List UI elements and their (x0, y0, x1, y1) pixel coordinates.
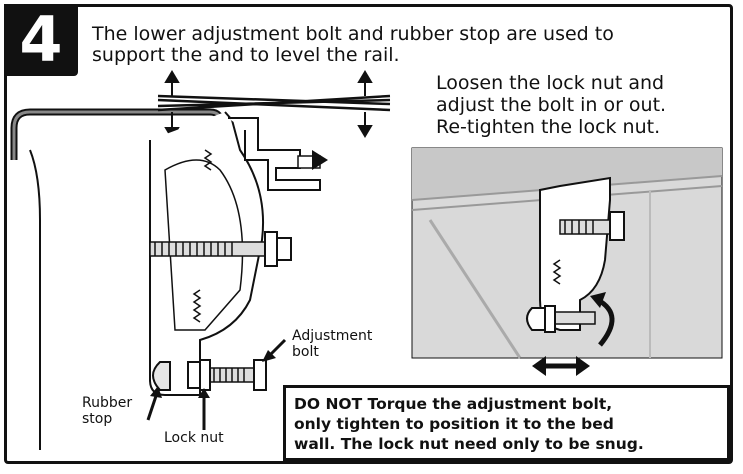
warning-line-3: wall. The lock nut need only to be snug. (294, 435, 644, 453)
in-out-double-arrow-icon (532, 356, 590, 376)
intro-line-1: The lower adjustment bolt and rubber sto… (92, 23, 614, 45)
intro-line-2: support the and to level the rail. (92, 44, 400, 66)
adjustment-bolt-label: Adjustment bolt (292, 328, 373, 360)
loosen-line-3: Re-tighten the lock nut. (436, 116, 661, 138)
up-down-arrow-right (357, 70, 373, 138)
loosen-line-1: Loosen the lock nut and (436, 72, 665, 94)
rubber-stop-label: Rubber stop (82, 395, 133, 427)
slide-arrow-icon (297, 150, 328, 170)
warning-line-2: only tighten to position it to the bed (294, 415, 614, 433)
loosen-line-2: adjust the bolt in or out. (436, 94, 667, 116)
intro-instruction: The lower adjustment bolt and rubber sto… (92, 24, 692, 66)
lock-nut-label: Lock nut (164, 430, 224, 446)
step-number-badge: 4 (4, 4, 78, 76)
warning-box: DO NOT Torque the adjustment bolt, only … (283, 385, 730, 461)
warning-line-1: DO NOT Torque the adjustment bolt, (294, 395, 613, 413)
loosen-instruction: Loosen the lock nut and adjust the bolt … (436, 72, 726, 138)
